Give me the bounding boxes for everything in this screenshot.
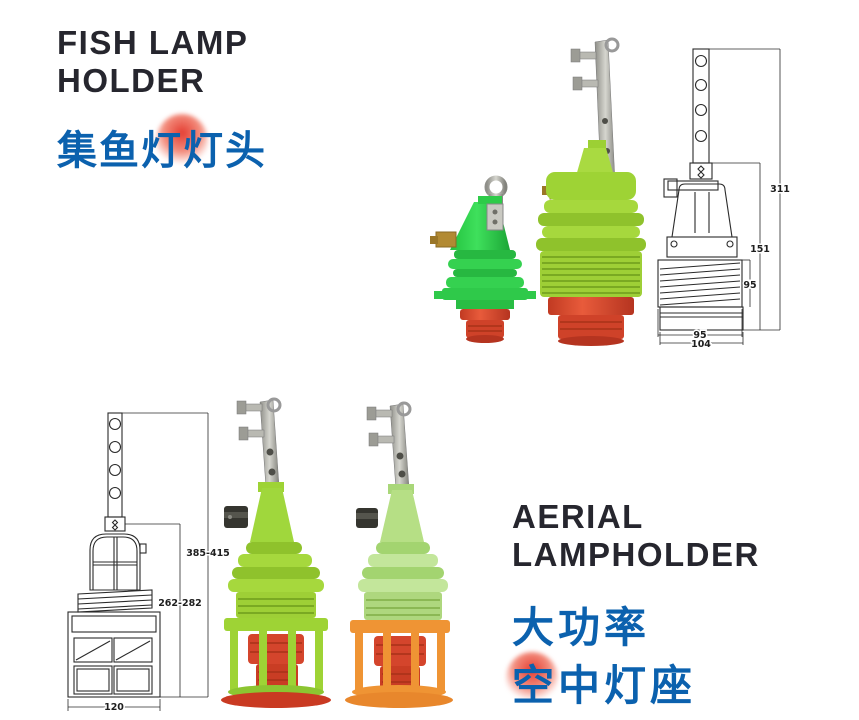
- dim-base-width: 120: [104, 702, 124, 713]
- metal-mounting-bar-icon: [366, 401, 412, 491]
- brass-cable-gland-icon: [430, 231, 457, 248]
- aerial-title-line2: LAMPHOLDER: [512, 536, 760, 573]
- dim-holder-height: 151: [750, 244, 770, 255]
- red-glow-accent: [506, 652, 558, 704]
- fish-lamp-holder-chinese-title: 集鱼灯灯头: [57, 129, 267, 173]
- dim-thread-height: 95: [743, 280, 756, 291]
- black-clamp-icon: [224, 506, 248, 528]
- dim-overall-height: 311: [770, 184, 790, 195]
- guard-cage-icon: [355, 633, 445, 693]
- fish-title-line1: FISH LAMP: [57, 24, 249, 61]
- dim-thread-width: 95: [693, 330, 706, 341]
- drawing-fish-lamp-holder: 311 151 95 95 104: [645, 30, 815, 352]
- dim-base-width: 104: [691, 339, 711, 348]
- photo-caged-orange-holder: [342, 400, 457, 710]
- aerial-title-line1: AERIAL: [512, 498, 644, 535]
- aerial-chinese-line1: 大功率: [512, 604, 651, 651]
- aerial-lampholder-title: AERIAL LAMPHOLDER: [512, 498, 760, 574]
- fish-lamp-holder-title: FISH LAMP HOLDER: [57, 24, 248, 100]
- dim-overall-height: 385-415: [186, 548, 230, 559]
- photo-small-green-holder: [430, 170, 540, 345]
- black-clamp-icon: [356, 508, 378, 528]
- aerial-chinese-line2: 空中灯座: [512, 662, 697, 709]
- photo-large-green-holder: [532, 36, 650, 354]
- dim-holder-height: 262-282: [158, 598, 202, 609]
- photo-caged-green-holder: [218, 396, 336, 710]
- drawing-aerial-lampholder: 385-415 262-282 120: [60, 398, 250, 720]
- red-glow-accent: [156, 114, 208, 168]
- metal-mounting-bar-icon: [236, 397, 282, 489]
- guard-cage-icon: [230, 631, 323, 693]
- fish-title-line2: HOLDER: [57, 62, 206, 99]
